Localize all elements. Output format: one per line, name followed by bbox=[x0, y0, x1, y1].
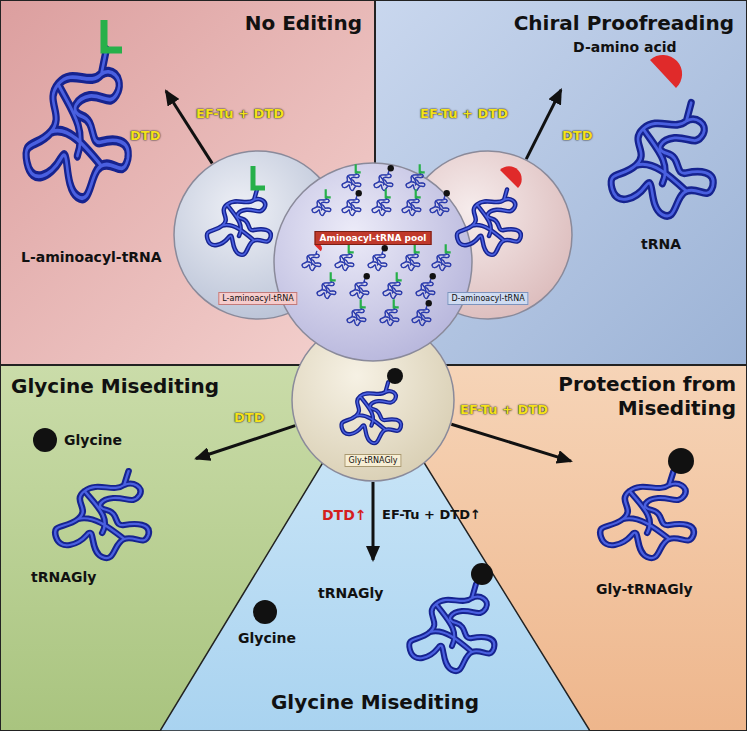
outcome-label: D-amino acid bbox=[573, 39, 677, 55]
edge-label: EF-Tu + DTD bbox=[460, 402, 548, 417]
panel-title: Glycine Misediting bbox=[11, 374, 219, 398]
outcome-label: L-aminoacyl-tRNA bbox=[21, 249, 162, 265]
enzyme-label: DTD bbox=[562, 128, 592, 143]
outcome: Glycine tRNAGly bbox=[21, 411, 196, 601]
edge-label: EF-Tu + DTD↑ bbox=[382, 507, 481, 522]
circle-outline bbox=[273, 162, 473, 362]
edge-label: EF-Tu + DTD bbox=[196, 106, 284, 121]
panel-title: No Editing bbox=[245, 11, 362, 35]
outcome: Gly-tRNAGly bbox=[571, 441, 736, 611]
panel-title: Glycine Misediting bbox=[160, 690, 590, 714]
circle-label: L-aminoacyl-tRNA bbox=[218, 292, 297, 305]
edge-label: DTD bbox=[234, 410, 264, 425]
outcome: Glycine tRNAGly bbox=[236, 560, 510, 690]
enzyme-label: DTD bbox=[130, 128, 160, 143]
outcome-label: tRNAGly bbox=[318, 585, 383, 601]
circle-label: Aminoacyl-tRNA pool bbox=[315, 231, 432, 245]
outcome-label: tRNAGly bbox=[31, 569, 96, 585]
panel-title: Chiral Proofreading bbox=[514, 11, 734, 35]
outcome: D-amino acid tRNA bbox=[561, 31, 741, 266]
circle-label: D-aminoacyl-tRNA bbox=[447, 292, 528, 305]
edge-label: EF-Tu + DTD bbox=[420, 106, 508, 121]
circle-label: Gly-tRNAGly bbox=[344, 454, 401, 467]
outcome-label: Glycine bbox=[64, 432, 122, 448]
outcome-label: Gly-tRNAGly bbox=[596, 581, 693, 597]
outcome: L-aminoacyl-tRNA bbox=[16, 31, 166, 271]
outcome-label: tRNA bbox=[641, 236, 681, 252]
enzyme-label: DTD↑ bbox=[322, 507, 367, 523]
outcome-label: Glycine bbox=[238, 630, 296, 646]
circle-node: Aminoacyl-tRNA pool bbox=[273, 162, 473, 362]
